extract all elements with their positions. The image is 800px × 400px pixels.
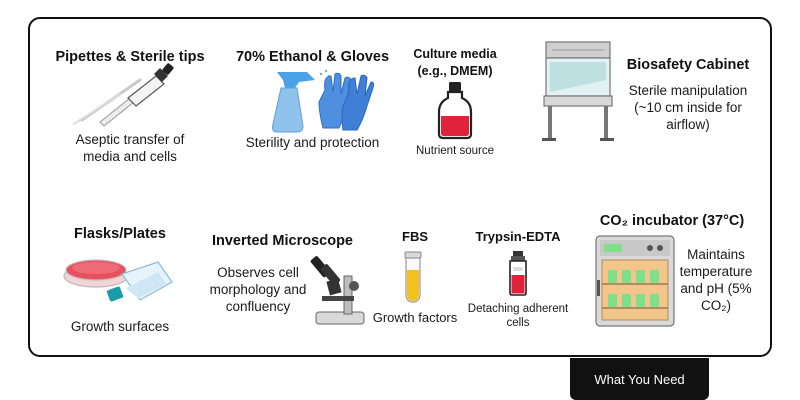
media-bottle-icon	[437, 82, 473, 140]
biosafety-cabinet-icon	[542, 41, 614, 141]
flask-plate-icon	[63, 259, 173, 302]
incubator-icon	[595, 235, 675, 327]
incubator-title: CO₂ incubator (37°C)	[599, 213, 745, 229]
fbs-title: FBS	[402, 229, 428, 244]
microscope-desc: Observes cell morphology and confluency	[209, 265, 307, 314]
what-you-need-tab[interactable]: What You Need	[570, 358, 709, 400]
pipettes-title: Pipettes & Sterile tips	[55, 49, 205, 65]
cabinet-title: Biosafety Cabinet	[626, 57, 750, 73]
ethanol-title: 70% Ethanol & Gloves	[235, 49, 390, 65]
spray-bottle-gloves-icon	[272, 69, 375, 133]
cabinet-desc: Sterile manipulation (~10 cm inside for …	[628, 83, 748, 132]
incubator-desc: Maintains temperature and pH (5% CO₂)	[679, 247, 753, 313]
content-frame	[28, 17, 772, 357]
fbs-desc: Growth factors	[372, 310, 458, 325]
pipette-icon	[73, 63, 174, 127]
flasks-desc: Growth surfaces	[70, 319, 170, 334]
media-title: Culture media (e.g., DMEM)	[413, 47, 497, 78]
media-desc: Nutrient source	[416, 145, 494, 157]
microscope-icon	[310, 256, 365, 325]
test-tube-icon	[404, 251, 422, 303]
trypsin-title: Trypsin-EDTA	[475, 229, 561, 244]
microscope-title: Inverted Microscope	[211, 233, 353, 249]
flasks-title: Flasks/Plates	[74, 226, 166, 242]
trypsin-desc: Detaching adherent cells	[467, 303, 569, 329]
ethanol-desc: Sterility and protection	[245, 135, 380, 150]
pipettes-desc: Aseptic transfer of media and cells	[75, 132, 185, 164]
trypsin-vial-icon	[509, 251, 527, 296]
